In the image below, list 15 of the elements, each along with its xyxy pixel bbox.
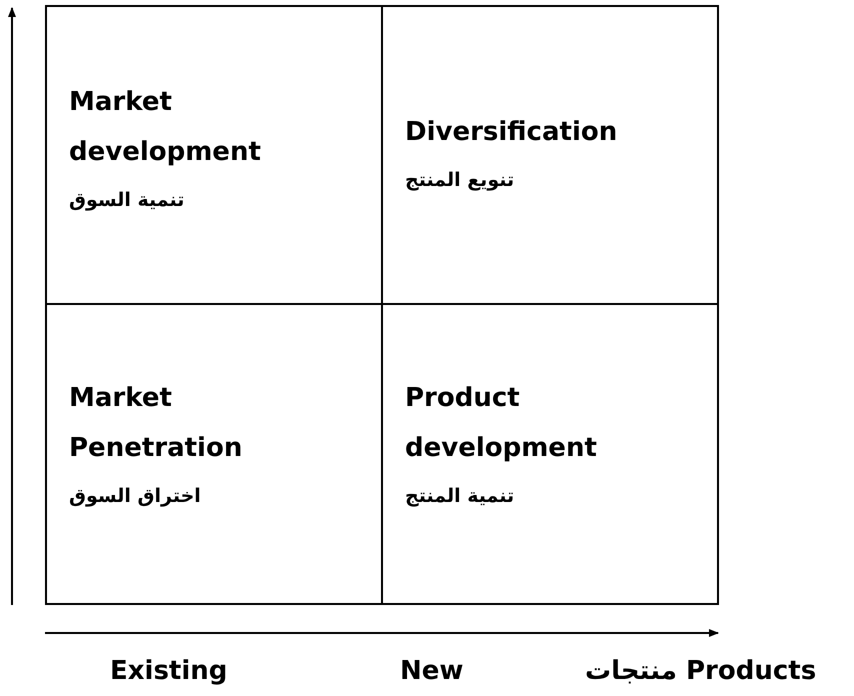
- quadrant-title: Product development: [405, 382, 598, 465]
- arabic-subtitle: تنويع المنتج: [405, 169, 514, 191]
- axis-label: New: [400, 656, 464, 686]
- axis-label: منتجات Products: [585, 656, 816, 686]
- quadrant-cell: [45, 5, 383, 305]
- quadrant-title: Diversification: [405, 116, 618, 149]
- quadrant-cell: [381, 303, 719, 605]
- quadrant-cell: [45, 303, 383, 605]
- arabic-subtitle: اختراق السوق: [69, 485, 201, 507]
- axis-label: Existing: [110, 656, 228, 686]
- quadrant-cell: [381, 5, 719, 305]
- arabic-subtitle: تنمية المنتج: [405, 485, 514, 507]
- quadrant-title: Market Penetration: [69, 382, 244, 465]
- quadrant-title: Market development: [69, 86, 262, 169]
- arabic-subtitle: تنمية السوق: [69, 189, 184, 211]
